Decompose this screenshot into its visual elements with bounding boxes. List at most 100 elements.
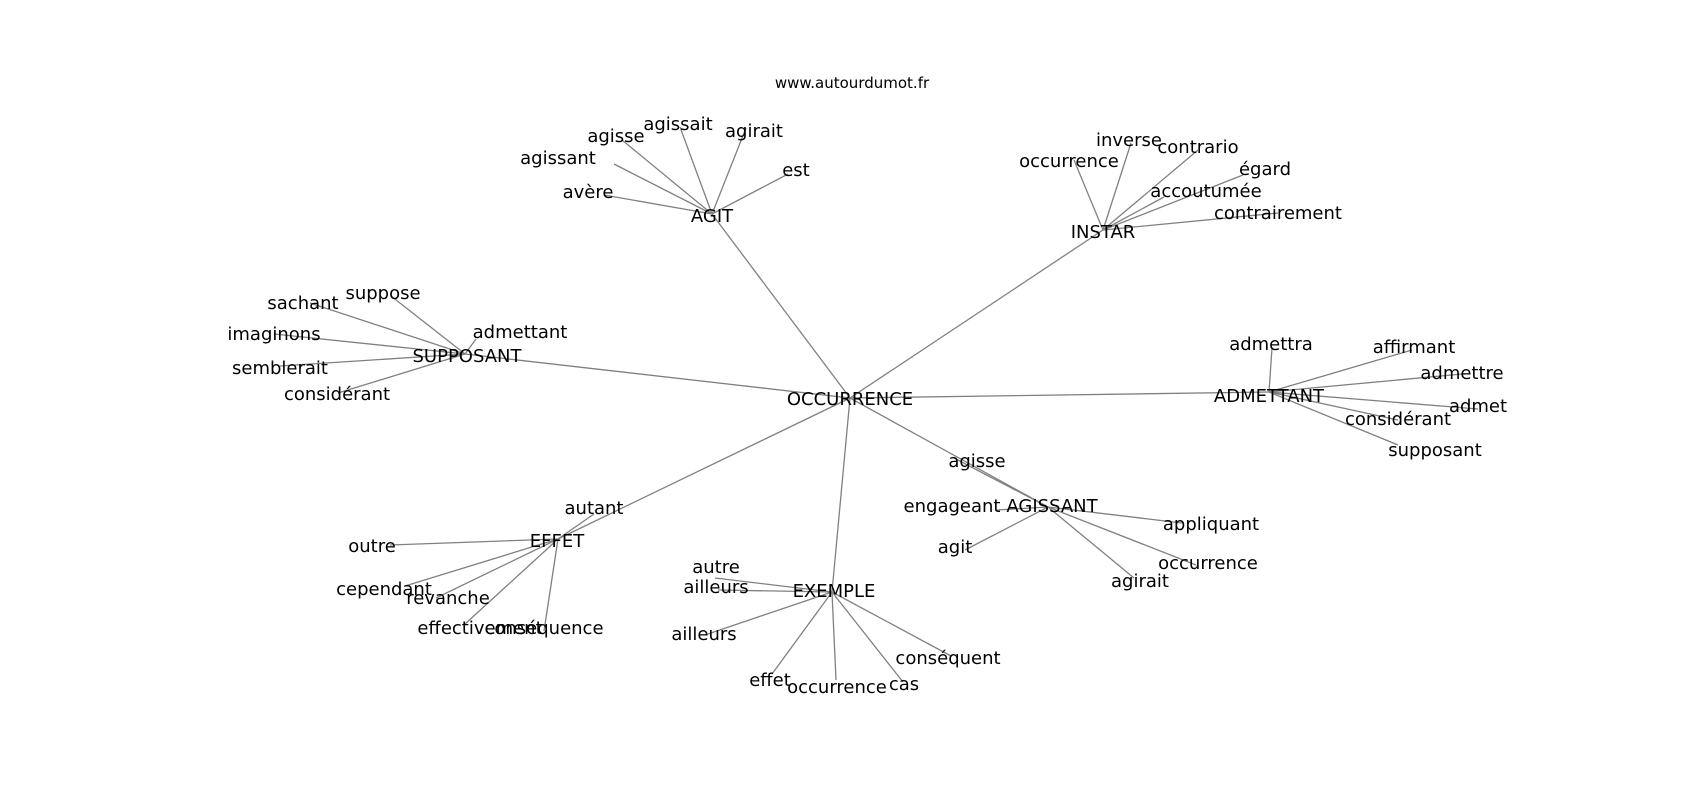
- edge-hub-to-word: [603, 194, 713, 215]
- edge-hub-to-word: [279, 353, 466, 367]
- edge-hub-to-word: [1102, 149, 1199, 231]
- hub-word[interactable]: AGISSANT: [1006, 496, 1098, 517]
- leaf-word[interactable]: est: [782, 160, 810, 181]
- edge-hub-to-word: [953, 457, 1049, 508]
- leaf-word[interactable]: outre: [348, 536, 396, 557]
- leaf-word[interactable]: agirait: [1111, 571, 1169, 592]
- leaf-word[interactable]: inverse: [1096, 130, 1162, 151]
- edge-hub-to-word: [1268, 373, 1463, 393]
- leaf-word[interactable]: conséquent: [895, 648, 1000, 669]
- edge-hub-to-word: [964, 506, 1049, 551]
- hub-word[interactable]: EFFET: [530, 531, 585, 552]
- edge-hub-to-word: [464, 538, 559, 625]
- leaf-word[interactable]: agisse: [948, 451, 1005, 472]
- hub-word[interactable]: AGIT: [691, 206, 734, 227]
- edge-center-to-hub: [849, 229, 1104, 399]
- leaf-word[interactable]: occurrence: [1019, 151, 1119, 172]
- leaf-word[interactable]: revanche: [406, 588, 490, 609]
- leaf-word[interactable]: autre: [692, 557, 740, 578]
- hub-word[interactable]: SUPPOSANT: [412, 346, 522, 367]
- edge-center-to-hub: [849, 391, 1270, 399]
- edge-hub-to-word: [404, 538, 559, 587]
- edge-hub-to-word: [679, 126, 713, 215]
- leaf-word[interactable]: engageant: [904, 496, 1001, 517]
- edge-hub-to-word: [831, 591, 837, 681]
- leaf-word[interactable]: agissant: [520, 148, 596, 169]
- leaf-word[interactable]: admet: [1449, 396, 1507, 417]
- edge-hub-to-word: [831, 591, 952, 657]
- leaf-word[interactable]: occurrence: [1158, 553, 1258, 574]
- graph-edges: [273, 126, 1479, 683]
- center-word[interactable]: OCCURRENCE: [787, 389, 913, 410]
- leaf-word[interactable]: ailleurs: [671, 624, 736, 645]
- leaf-word[interactable]: supposant: [1388, 440, 1482, 461]
- leaf-word[interactable]: contrairement: [1214, 203, 1342, 224]
- edge-hub-to-word: [390, 295, 466, 355]
- edge-hub-to-word: [273, 333, 466, 355]
- edge-hub-to-word: [717, 589, 833, 593]
- edge-hub-to-word: [1047, 506, 1197, 566]
- edge-hub-to-word: [1102, 142, 1132, 231]
- edge-hub-to-word: [1268, 391, 1399, 421]
- hub-word[interactable]: INSTAR: [1071, 222, 1136, 243]
- edge-hub-to-word: [996, 506, 1049, 511]
- edge-hub-to-word: [711, 127, 747, 215]
- edge-hub-to-word: [771, 591, 833, 675]
- edge-hub-to-word: [1047, 506, 1135, 579]
- leaf-word[interactable]: cas: [889, 674, 919, 695]
- hub-word[interactable]: ADMETTANT: [1214, 386, 1325, 407]
- leaf-word[interactable]: agirait: [725, 121, 783, 142]
- edge-center-to-hub: [849, 397, 1049, 508]
- leaf-word[interactable]: sachant: [267, 293, 338, 314]
- leaf-word[interactable]: autant: [565, 498, 624, 519]
- leaf-word[interactable]: conséquence: [484, 618, 603, 639]
- edge-hub-to-word: [309, 302, 466, 355]
- edge-hub-to-word: [557, 513, 595, 540]
- leaf-word[interactable]: admettant: [473, 322, 568, 343]
- edge-center-to-hub: [464, 353, 851, 399]
- edge-hub-to-word: [711, 173, 789, 215]
- edge-hub-to-word: [1268, 347, 1273, 393]
- leaf-word[interactable]: imaginons: [227, 324, 320, 345]
- edge-hub-to-word: [464, 338, 477, 355]
- leaf-word[interactable]: effet: [749, 670, 791, 691]
- edge-hub-to-word: [1102, 196, 1165, 231]
- leaf-word[interactable]: accoutumée: [1150, 181, 1261, 202]
- leaf-word[interactable]: agisse: [587, 126, 644, 147]
- edge-hub-to-word: [613, 163, 713, 215]
- edge-hub-to-word: [714, 577, 833, 593]
- edge-hub-to-word: [1102, 212, 1279, 231]
- leaf-word[interactable]: appliquant: [1163, 514, 1259, 535]
- edge-hub-to-word: [337, 353, 466, 394]
- edge-hub-to-word: [1102, 174, 1244, 231]
- leaf-word[interactable]: considérant: [284, 384, 390, 405]
- leaf-word[interactable]: admettre: [1420, 363, 1503, 384]
- edge-center-to-hub: [831, 397, 851, 593]
- leaf-word[interactable]: contrario: [1157, 137, 1238, 158]
- leaf-word[interactable]: suppose: [345, 283, 420, 304]
- leaf-word[interactable]: admettra: [1229, 334, 1313, 355]
- edge-hub-to-word: [1268, 391, 1399, 446]
- leaf-word[interactable]: avère: [563, 182, 614, 203]
- edge-hub-to-word: [389, 538, 559, 546]
- site-url[interactable]: www.autourdumot.fr: [775, 74, 930, 92]
- leaf-word[interactable]: occurrence: [787, 677, 887, 698]
- leaf-word[interactable]: agissait: [643, 114, 712, 135]
- graph-labels: www.autourdumot.fr OCCURRENCE AGIT agissa…: [227, 74, 1507, 698]
- hub-word[interactable]: EXEMPLE: [793, 581, 876, 602]
- edge-hub-to-word: [435, 538, 559, 599]
- edge-hub-to-word: [621, 139, 713, 215]
- edge-hub-to-word: [704, 591, 833, 636]
- leaf-word[interactable]: ailleurs: [683, 577, 748, 598]
- leaf-word[interactable]: semblerait: [232, 358, 328, 379]
- leaf-word[interactable]: considérant: [1345, 409, 1451, 430]
- edge-center-to-hub: [557, 397, 851, 540]
- leaf-word[interactable]: agit: [938, 537, 973, 558]
- leaf-word[interactable]: effectivement: [417, 618, 542, 639]
- edge-hub-to-word: [543, 538, 559, 632]
- leaf-word[interactable]: égard: [1239, 159, 1291, 180]
- leaf-word[interactable]: cependant: [336, 579, 432, 600]
- edge-hub-to-word: [831, 591, 904, 683]
- leaf-word[interactable]: affirmant: [1373, 337, 1456, 358]
